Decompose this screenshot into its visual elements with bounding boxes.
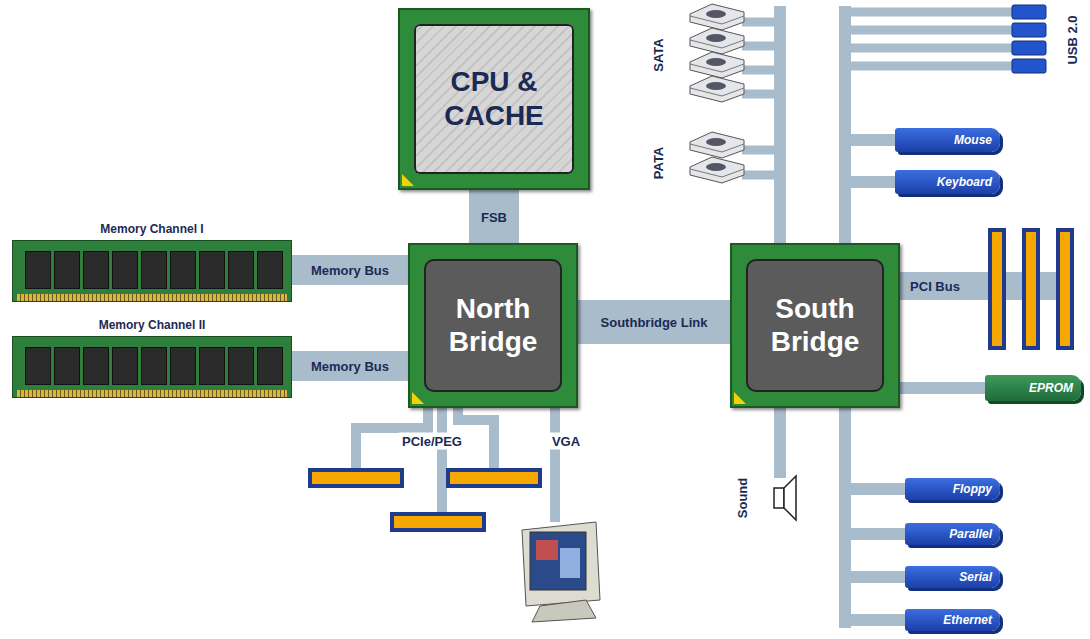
usb-branch [845,12,1012,66]
bus-label: Southbridge Link [598,314,711,331]
node-label: Ethernet [943,613,992,627]
dram-chip [83,347,109,385]
bus-label: FSB [478,208,510,225]
bus-connector [469,190,519,243]
node-label: South Bridge [771,293,860,357]
dram-chip [25,347,51,385]
monitor [522,522,600,622]
bus-label: SATA [650,35,667,74]
memory-module: Memory Channel I [12,222,292,302]
node-label: Keyboard [937,175,992,189]
dram-chip [54,251,80,289]
dimm-board [12,240,292,302]
bus-connector [845,408,905,620]
dram-chip [199,251,225,289]
dram-chip [83,251,109,289]
dram-chip [112,347,138,385]
drive-branch [742,22,780,175]
dram-chip [257,347,283,385]
bridge-chip: North Bridge [408,243,578,408]
bus-label: USB 2.0 [1064,12,1081,67]
chip-die: North Bridge [424,259,562,392]
dram-chip [170,251,196,289]
edge-contacts [17,390,287,397]
chip-die: CPU & CACHE [414,24,574,174]
pci-slots [988,228,1074,350]
node-label: Serial [959,570,992,584]
dram-chip [257,251,283,289]
port-box: Floppy [905,478,1000,500]
port-box: Mouse [895,128,1000,152]
bus-label: PATA [650,144,667,183]
pin1-mark [402,174,414,186]
bus-connector [845,408,905,489]
memory-module: Memory Channel II [12,318,292,398]
bus-connector [578,300,730,344]
port-box: Keyboard [895,170,1000,194]
bus-connector [292,351,408,381]
pcie-slots [308,468,542,532]
chip-die: South Bridge [746,259,884,392]
port-box: Ethernet [905,609,1000,631]
dram-chip [141,347,167,385]
bus-connector [900,382,985,394]
dram-chip [25,251,51,289]
dram-chip [141,251,167,289]
bus-label: VGA [549,433,583,450]
node-label: Parallel [949,527,992,541]
bridge-chip: South Bridge [730,243,900,408]
usb-connectors [1012,5,1046,73]
vga-line [550,408,560,522]
node-label: EPROM [1029,381,1073,395]
cpu-chip: CPU & CACHE [398,8,590,190]
node-label: Memory Channel II [12,318,292,332]
dimm-board [12,336,292,398]
node-label: CPU & CACHE [444,65,544,132]
disk-drives [690,4,744,183]
pin1-mark [734,392,746,404]
pcie-lines [356,408,494,514]
sound-line [774,408,786,478]
dram-chip [228,347,254,385]
bus-label: PCIe/PEG [399,433,465,450]
eprom-chip: EPROM [985,375,1081,401]
bus-label: PCI Bus [907,278,963,295]
dram-chip [170,347,196,385]
bus-connector [845,182,895,243]
bus-label: Sound [734,475,751,521]
node-label: Memory Channel I [12,222,292,236]
bus-label: Memory Bus [308,358,392,375]
bus-label: Memory Bus [308,262,392,279]
dram-chip [199,347,225,385]
bus-connector [292,255,408,285]
node-label: North Bridge [449,293,538,357]
port-box: Serial [905,566,1000,588]
dram-chip [112,251,138,289]
speaker [774,476,796,520]
node-label: Mouse [954,133,992,147]
bus-connector [845,140,895,243]
dram-chip [228,251,254,289]
dram-chip [54,347,80,385]
pin1-mark [412,392,424,404]
bus-connector [845,408,905,577]
node-label: Floppy [953,482,992,496]
bus-connector [845,408,905,534]
edge-contacts [17,294,287,301]
port-box: Parallel [905,523,1000,545]
